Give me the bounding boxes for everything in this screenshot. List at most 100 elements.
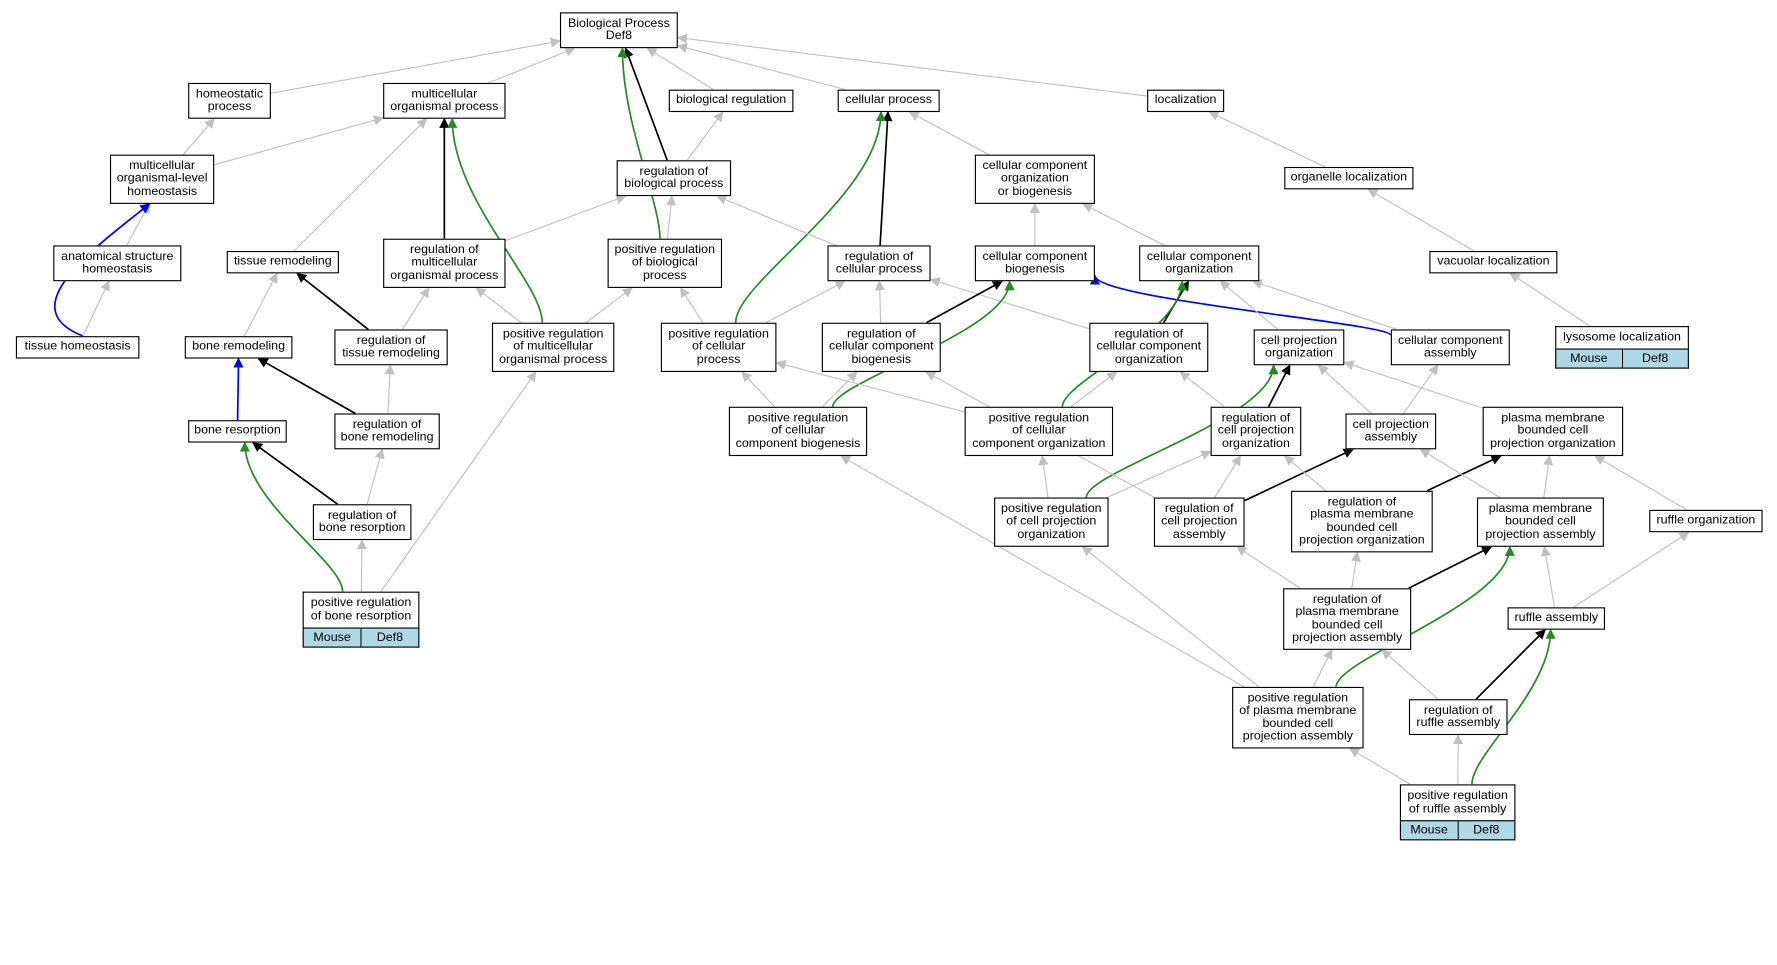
edge-is-a bbox=[1215, 456, 1241, 497]
go-term-label-line: cellular process bbox=[839, 94, 939, 107]
go-term-label-line: projection organization bbox=[1484, 438, 1622, 451]
edge-is-a bbox=[214, 118, 383, 165]
edge-is-a bbox=[681, 288, 703, 323]
go-term-ruffleorg[interactable]: ruffle organization bbox=[1649, 510, 1762, 532]
go-term-vacloc[interactable]: vacuolar localization bbox=[1429, 251, 1557, 273]
go-term-bioreg[interactable]: biological regulation bbox=[669, 90, 794, 112]
go-term-label-line: of multicellular bbox=[493, 341, 613, 354]
go-term-label-line: bounded cell bbox=[1484, 425, 1622, 438]
edge-is-a bbox=[183, 119, 214, 155]
go-term-label-line: bone resorption bbox=[314, 522, 410, 535]
go-term-label-line: homeostasis bbox=[54, 263, 180, 276]
edge-is-a bbox=[687, 112, 723, 160]
edge-is-a bbox=[1082, 547, 1259, 687]
go-term-localization[interactable]: localization bbox=[1147, 90, 1224, 112]
go-term-label-line: organization bbox=[995, 529, 1107, 542]
edge-is-a bbox=[1352, 552, 1357, 588]
go-term-label-line: of plasma membrane bbox=[1233, 705, 1362, 718]
annotation-species[interactable]: Mouse bbox=[1555, 348, 1622, 368]
go-term-ruffleasm[interactable]: ruffle assembly bbox=[1508, 607, 1605, 629]
edge-part-of bbox=[880, 112, 888, 245]
edge-is-a bbox=[586, 288, 632, 323]
edge-is-a bbox=[1350, 748, 1411, 784]
go-term-lysoloc[interactable]: lysosome localization bbox=[1555, 326, 1689, 348]
go-term-label-line: cellular component bbox=[823, 341, 940, 354]
edge-is-a bbox=[1382, 650, 1438, 699]
annotation-species[interactable]: Mouse bbox=[303, 627, 362, 647]
go-term-label-line: cellular process bbox=[829, 263, 930, 276]
go-term-label-line: ruffle assembly bbox=[1509, 612, 1604, 625]
edge-is-a bbox=[244, 273, 277, 336]
go-term-label-line: of bone resorption bbox=[304, 610, 418, 623]
edge-is-a bbox=[1595, 456, 1687, 510]
annotation-gene[interactable]: Def8 bbox=[362, 627, 420, 647]
go-term-label-line: Def8 bbox=[561, 30, 677, 43]
go-term-label-line: plasma membrane bbox=[1284, 606, 1410, 619]
go-term-boneres[interactable]: bone resorption bbox=[188, 420, 287, 442]
edge-is-a bbox=[931, 279, 1090, 328]
go-term-label-line: homeostasis bbox=[111, 186, 213, 199]
annotation-species[interactable]: Mouse bbox=[1400, 820, 1458, 840]
annotation-gene[interactable]: Def8 bbox=[1623, 348, 1689, 368]
go-term-tissrem[interactable]: tissue remodeling bbox=[227, 251, 339, 273]
edge-is-a bbox=[476, 288, 521, 323]
edge-is-a bbox=[1209, 112, 1325, 167]
go-term-label-line: ruffle assembly bbox=[1410, 717, 1506, 730]
go-term-label-line: organismal process bbox=[384, 101, 504, 114]
edge-is-a bbox=[489, 48, 575, 83]
edge-is-a bbox=[910, 112, 989, 155]
edge-is-a bbox=[83, 281, 109, 336]
edge-is-a bbox=[1510, 273, 1590, 326]
go-term-cellproc[interactable]: cellular process bbox=[838, 90, 940, 112]
edge-is-a bbox=[1313, 650, 1331, 687]
edge-is-a bbox=[381, 372, 536, 592]
go-term-label-line: tissue remodeling bbox=[336, 347, 447, 360]
edge-is-a bbox=[1042, 456, 1048, 497]
go-term-label-line: lysosome localization bbox=[1556, 331, 1687, 344]
go-term-label-line: organismal process bbox=[493, 354, 613, 367]
edge-part-of bbox=[626, 48, 668, 160]
edge-positively-regulates bbox=[452, 119, 542, 323]
go-term-tisshomeo[interactable]: tissue homeostasis bbox=[16, 336, 140, 358]
go-term-label-line: projection assembly bbox=[1284, 632, 1410, 645]
go-term-bonerem[interactable]: bone remodeling bbox=[185, 336, 293, 358]
go-term-orgloc[interactable]: organelle localization bbox=[1284, 167, 1413, 189]
annotation-gene[interactable]: Def8 bbox=[1458, 820, 1515, 840]
